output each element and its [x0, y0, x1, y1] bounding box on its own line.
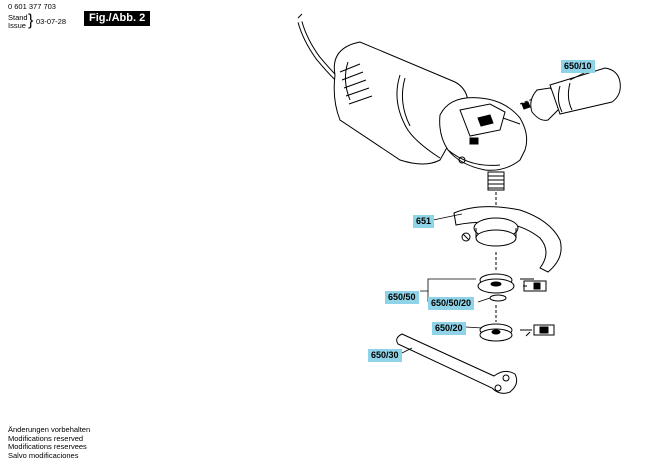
footer-line: Modifications reserved: [8, 433, 84, 443]
footer-line: Modifications reservees: [8, 442, 87, 452]
stand-label: Stand: [8, 13, 28, 22]
label-guard: 651: [413, 215, 435, 228]
label-spanner: 650/30: [368, 349, 402, 362]
power-cord: [297, 13, 338, 80]
motor-housing: [333, 41, 469, 165]
wheel-guard: [453, 206, 562, 273]
clamping-nut: [479, 323, 513, 342]
flange: [477, 273, 515, 302]
gear-head: [439, 97, 528, 171]
issue-label: Issue: [8, 21, 26, 30]
pin-spanner: [396, 333, 518, 394]
issue-date: 03-07-28: [36, 17, 67, 26]
label-handle: 650/10: [561, 60, 595, 73]
label-flange-set: 650/50: [385, 291, 419, 304]
label-flange-washer: 650/50/20: [428, 297, 475, 310]
footer-line: Salvo modificaciones: [8, 450, 79, 460]
footer-notes: Änderungen vorbehalten Modifications res…: [8, 425, 91, 460]
part-number: 0 601 377 703: [8, 2, 56, 11]
brace: }: [28, 12, 34, 29]
tool-icons: [520, 278, 555, 337]
figure-label: Fig./Abb. 2: [84, 11, 151, 26]
spindle: [487, 171, 505, 322]
side-handle: [519, 67, 621, 121]
footer-line: Änderungen vorbehalten: [8, 425, 91, 434]
label-nut: 650/20: [432, 322, 466, 335]
